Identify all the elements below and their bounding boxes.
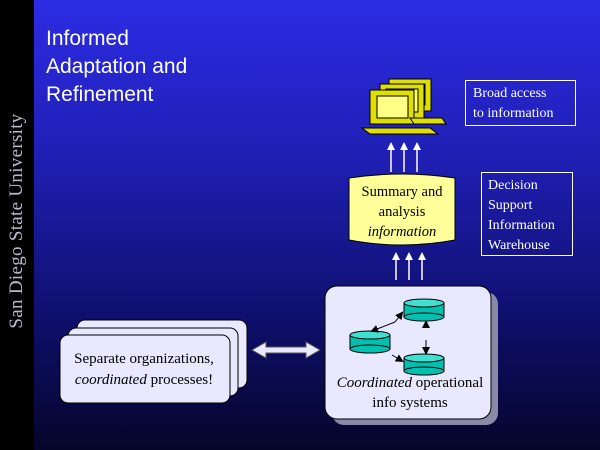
separate-line-2-rest: processes! [146,372,214,388]
coordinated-line-1-rest: operational [412,375,484,391]
database-cylinder-icon [349,330,391,354]
decision-line-1: Decision [488,178,538,193]
coordinated-line-2: info systems [372,395,448,411]
decision-line-3: Information [488,218,555,233]
summary-line-2: analysis [378,204,426,220]
double-arrow-icon [250,341,322,359]
separate-line-2-emphasis: coordinated [74,372,147,388]
summary-line-1: Summary and [361,184,443,200]
broad-access-line-2: to information [473,106,554,121]
decision-line-4: Warehouse [488,238,550,253]
broad-access-line-1: Broad access [473,86,547,101]
summary-data-store [348,173,456,246]
computer-monitors-icon [360,78,447,135]
flow-arrows-to-computers [387,142,421,172]
database-cylinder-icon [403,298,445,322]
decision-support-note: Decision Support Information Warehouse [481,172,573,256]
coordinated-line-1-emphasis: Coordinated [336,375,413,391]
slide-title-line-3: Refinement [46,83,154,106]
slide-title-line-2: Adaptation and [46,55,188,78]
database-cylinder-icon [403,353,445,376]
separate-line-1: Separate organizations, [74,351,214,367]
coordinated-systems-label: Coordinated operational info systems [326,373,494,413]
slide-title-line-1: Informed [46,27,129,50]
summary-line-3: information [367,224,437,240]
separate-organizations-label: Separate organizations, coordinated proc… [58,349,230,391]
database-links [370,311,430,363]
summary-label: Summary and analysis information [352,182,452,242]
flow-arrows-to-summary [392,252,426,280]
sidebar: San Diego State University [0,0,34,450]
decision-line-2: Support [488,198,533,213]
organization-cards [59,319,248,404]
broad-access-note: Broad access to information [465,80,576,126]
operational-systems-box [324,285,492,420]
